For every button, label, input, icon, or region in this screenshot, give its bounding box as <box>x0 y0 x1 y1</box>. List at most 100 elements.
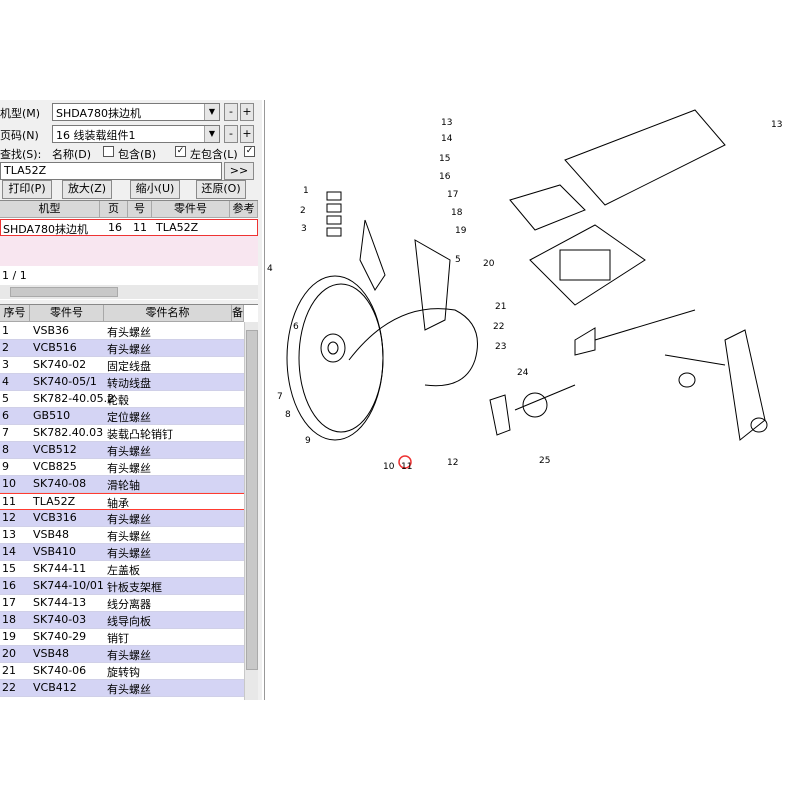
page-plus-button[interactable]: + <box>240 125 254 143</box>
callout-1[interactable]: 1 <box>303 186 309 196</box>
cell-no: 5 <box>2 392 9 405</box>
col-part[interactable]: 零件号 <box>152 201 230 218</box>
cell-part: TLA52Z <box>33 495 76 508</box>
machine-label: 机型(M) <box>0 107 41 120</box>
col-no[interactable]: 号 <box>128 201 152 218</box>
callout-5[interactable]: 5 <box>455 255 461 265</box>
cell-part: SK740-06 <box>33 664 87 677</box>
left-include-checkbox[interactable]: ✓ <box>175 146 186 157</box>
col-ref[interactable]: 参考 <box>230 201 258 218</box>
callout-14[interactable]: 14 <box>441 134 453 144</box>
highlight-circle <box>398 455 412 469</box>
callout-19[interactable]: 19 <box>455 226 467 236</box>
machine-select[interactable]: SHDA780抹边机▼ <box>52 103 220 121</box>
col-machine[interactable]: 机型 <box>0 201 100 218</box>
machine-minus-button[interactable]: - <box>224 103 238 121</box>
callout-25[interactable]: 25 <box>539 456 551 466</box>
callout-6[interactable]: 6 <box>293 322 299 332</box>
cell-name: 有头螺丝 <box>107 343 151 356</box>
col-seq[interactable]: 序号 <box>0 305 30 322</box>
callout-2[interactable]: 2 <box>300 206 306 216</box>
callout-7[interactable]: 7 <box>277 392 283 402</box>
chevron-down-icon[interactable]: ▼ <box>204 126 219 142</box>
callout-22[interactable]: 22 <box>493 322 505 332</box>
h-scroll-thumb[interactable] <box>10 287 118 297</box>
cell-name: 销钉 <box>107 632 129 645</box>
callout-16[interactable]: 16 <box>439 172 451 182</box>
callout-24[interactable]: 24 <box>517 368 529 378</box>
include-b-checkbox[interactable] <box>103 146 114 157</box>
callout-12[interactable]: 12 <box>447 458 459 468</box>
search-go-button[interactable]: >> <box>224 162 254 180</box>
machine-plus-button[interactable]: + <box>240 103 254 121</box>
callout-9[interactable]: 9 <box>305 436 311 446</box>
zoom-out-button[interactable]: 缩小(U) <box>130 180 180 199</box>
cross-rod <box>664 354 726 366</box>
v-scroll-thumb[interactable] <box>246 330 258 670</box>
cell-part: SK782-40.05.2 <box>33 392 115 405</box>
result-table: 机型 页 号 零件号 参考 SHDA780抹边机 16 11 TLA52Z 1 … <box>0 200 258 300</box>
chevron-down-icon[interactable]: ▼ <box>204 104 219 120</box>
col-part-name[interactable]: 零件名称 <box>104 305 232 322</box>
callout-17[interactable]: 17 <box>447 190 459 200</box>
callout-10[interactable]: 10 <box>383 462 395 472</box>
callout-20[interactable]: 20 <box>483 259 495 269</box>
table-row[interactable]: SHDA780抹边机 16 11 TLA52Z <box>0 219 258 236</box>
page-minus-button[interactable]: - <box>224 125 238 143</box>
restore-button[interactable]: 还原(O) <box>196 180 246 199</box>
callout-21[interactable]: 21 <box>495 302 507 312</box>
left-include-label: 左包含(L) <box>190 148 238 161</box>
print-button[interactable]: 打印(P) <box>2 180 52 199</box>
v-scrollbar[interactable] <box>244 322 258 700</box>
col-page[interactable]: 页 <box>100 201 128 218</box>
cell-no: 10 <box>2 477 16 490</box>
callout-11[interactable]: 11 <box>401 462 413 472</box>
callout-3[interactable]: 3 <box>301 224 307 234</box>
cell-part: VCB412 <box>33 681 77 694</box>
zoom-in-button[interactable]: 放大(Z) <box>62 180 112 199</box>
h-scrollbar[interactable] <box>0 285 258 299</box>
callout-13[interactable]: 13 <box>441 118 453 128</box>
callout-23[interactable]: 23 <box>495 342 507 352</box>
callout-13[interactable]: 13 <box>771 120 783 130</box>
include-b-label: 包含(B) <box>118 148 157 161</box>
callout-8[interactable]: 8 <box>285 410 291 420</box>
callout-18[interactable]: 18 <box>451 208 463 218</box>
page-select[interactable]: 16 线装载组件1▼ <box>52 125 220 143</box>
callout-15[interactable]: 15 <box>439 154 451 164</box>
cell-part: VSB48 <box>33 647 70 660</box>
search-input[interactable]: TLA52Z <box>0 162 222 180</box>
name-option[interactable]: 名称(D) <box>52 148 92 161</box>
col-note[interactable]: 备 <box>232 305 244 322</box>
cell-no: 8 <box>2 443 9 456</box>
callout-4[interactable]: 4 <box>267 264 273 274</box>
col-part-no[interactable]: 零件号 <box>30 305 104 322</box>
extra-checkbox[interactable]: ✓ <box>244 146 255 157</box>
cell-name: 轮毂 <box>107 394 129 407</box>
spring-25 <box>522 392 548 418</box>
